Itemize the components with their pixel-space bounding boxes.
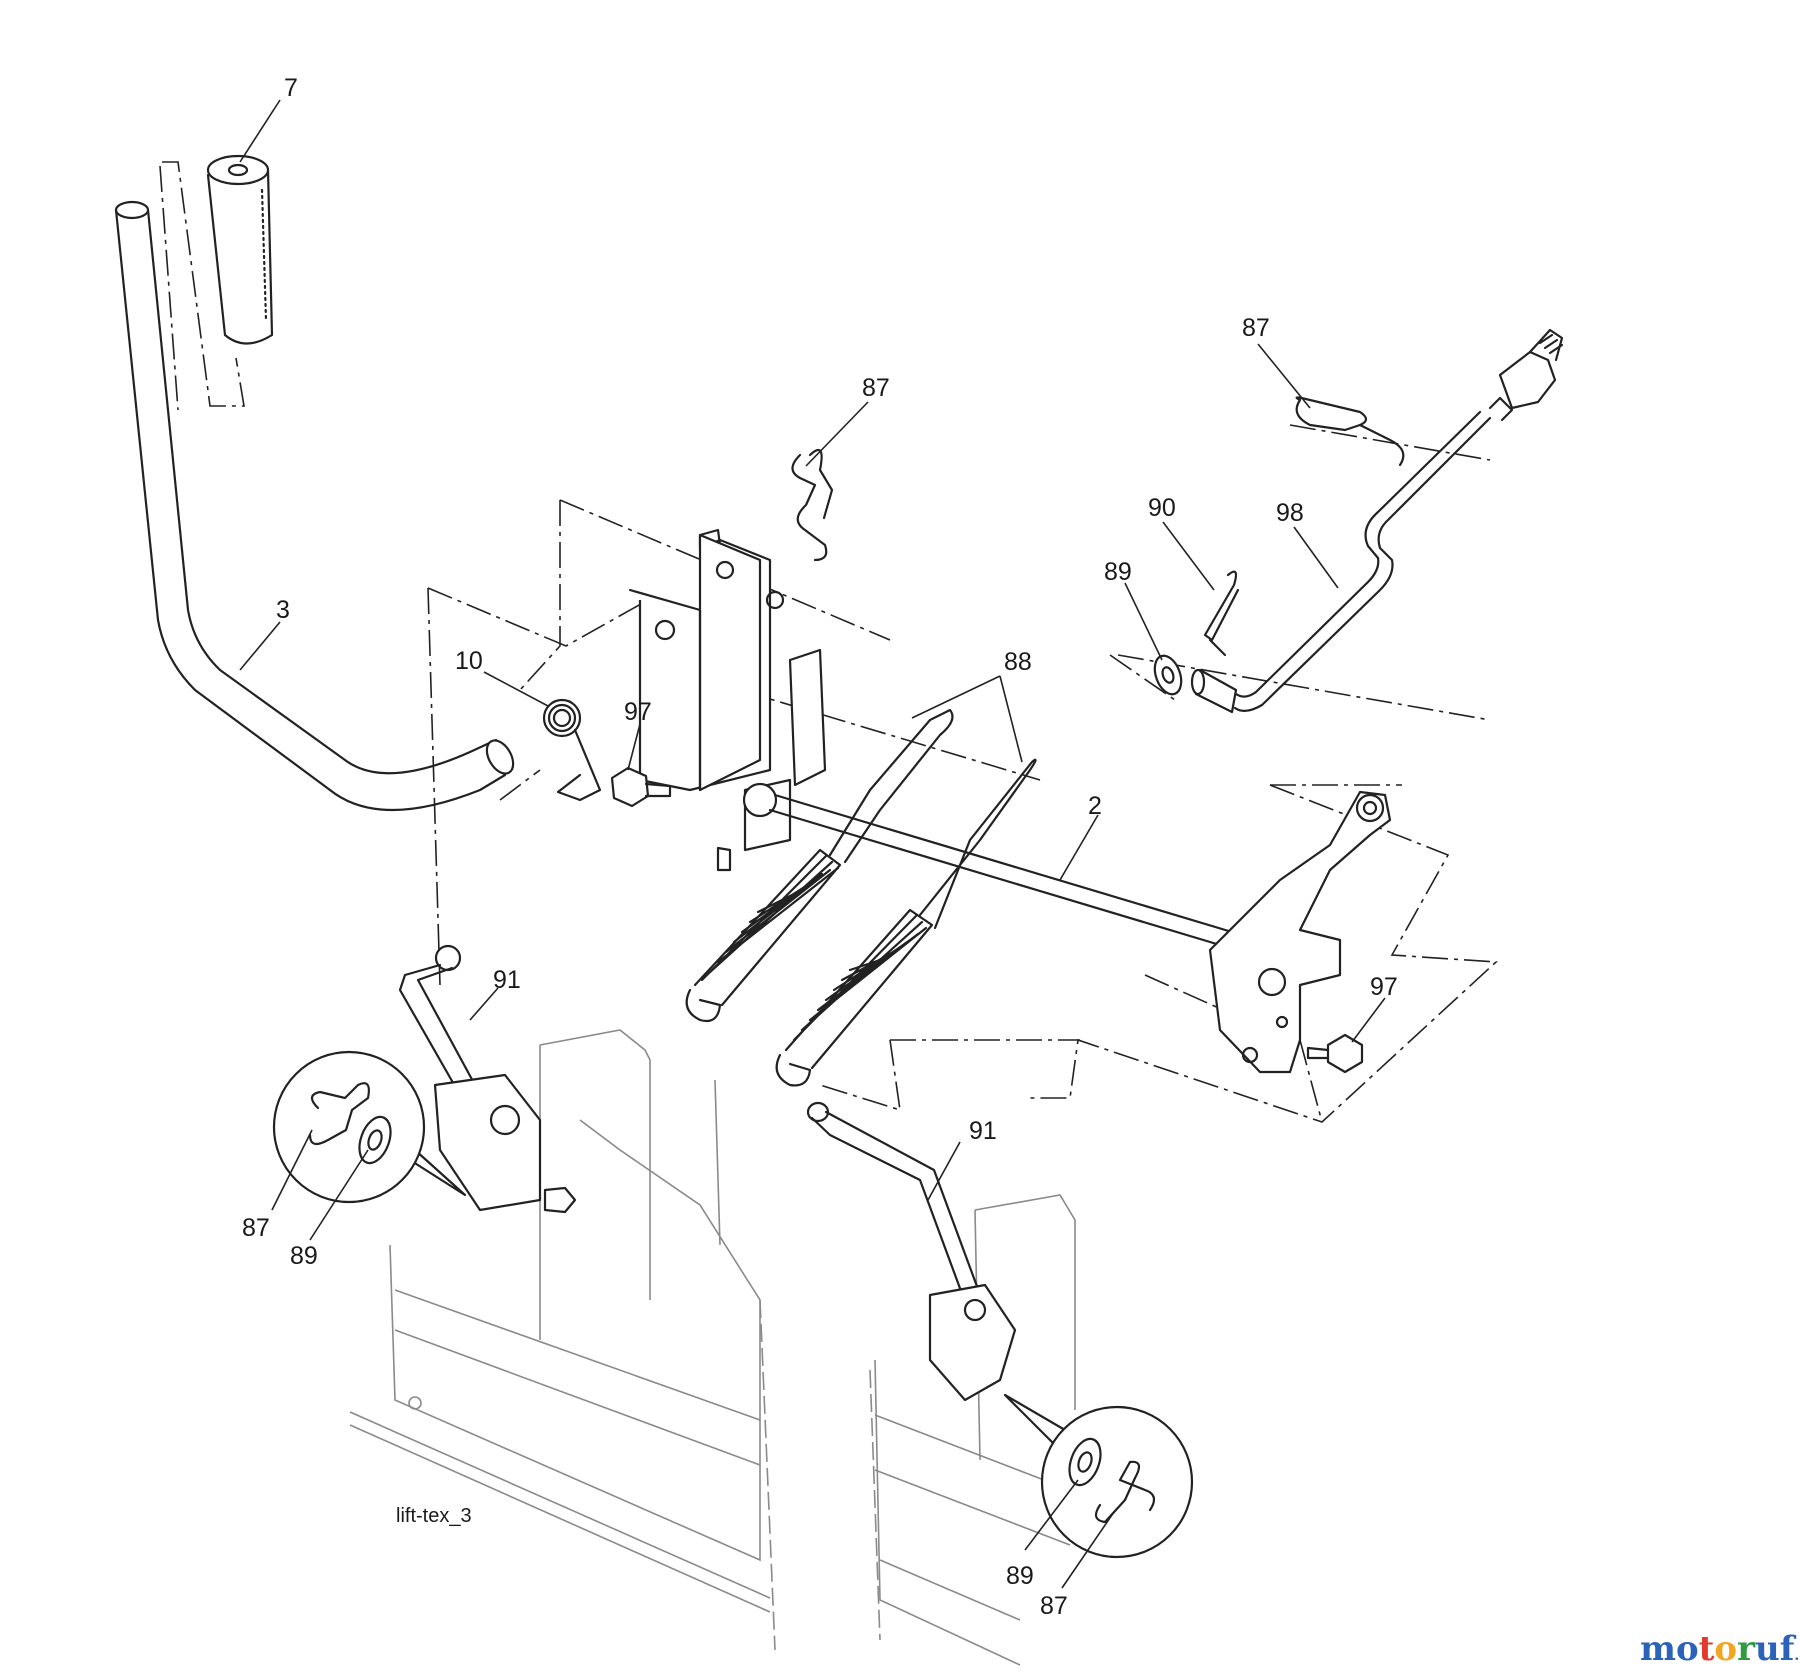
callout-87-right: 87 — [1242, 314, 1270, 342]
callout-3: 3 — [276, 596, 290, 624]
callout-89-upper: 89 — [1104, 558, 1132, 586]
part-97-bolt-right — [1306, 1033, 1364, 1074]
callout-97-right: 97 — [1370, 973, 1398, 1001]
part-87-hairpin-clip-center — [791, 448, 834, 562]
ghost-deck-left — [349, 1029, 776, 1651]
alignment-lines — [159, 161, 1498, 1123]
callout-87-lower-left: 87 — [242, 1214, 270, 1242]
callout-97-left: 97 — [624, 698, 652, 726]
part-87-hairpin-clip-right — [1295, 396, 1405, 467]
lift-bracket — [628, 528, 785, 792]
callout-7: 7 — [284, 74, 298, 102]
part-91-link-rod-left — [398, 944, 577, 1214]
callout-90: 90 — [1148, 494, 1176, 522]
callout-2: 2 — [1088, 792, 1102, 820]
part-7-handle-grip — [206, 154, 274, 345]
callout-labels: 7 3 10 97 87 88 87 90 98 89 2 97 91 87 8… — [242, 74, 1398, 1620]
callout-89-lower-right: 89 — [1006, 1562, 1034, 1590]
callout-91-right: 91 — [969, 1117, 997, 1145]
spring-left — [685, 708, 954, 1023]
svg-text:motoruf.de: motoruf.de — [1640, 1629, 1800, 1669]
ghost-deck-right — [869, 1194, 1076, 1666]
callout-98: 98 — [1276, 499, 1304, 527]
part-88-lift-springs — [685, 708, 1037, 1087]
diagram-caption: lift-tex_3 — [396, 1505, 472, 1527]
detail-circle-right — [1003, 1393, 1194, 1559]
part-2-lift-shaft — [716, 648, 1234, 950]
part-3-lift-lever — [114, 200, 515, 811]
motoruf-watermark-logo: motoruf.de — [1640, 1629, 1800, 1669]
right-pivot-bracket — [1208, 790, 1392, 1074]
part-98-adjuster-rod — [1190, 328, 1564, 714]
callout-89-lower-left: 89 — [290, 1242, 318, 1270]
leader-lines — [239, 99, 1386, 1589]
spring-right — [775, 758, 1037, 1087]
part-10-torsion-spring — [542, 698, 602, 802]
callout-91-left: 91 — [493, 966, 521, 994]
part-89-washer-upper — [1153, 654, 1183, 696]
part-91-link-rod-right — [806, 1101, 1017, 1402]
callout-88: 88 — [1004, 648, 1032, 676]
callout-10: 10 — [455, 647, 483, 675]
detail-circle-left — [272, 1050, 467, 1204]
callout-87-center: 87 — [862, 374, 890, 402]
callout-87-lower-right: 87 — [1040, 1592, 1068, 1620]
part-90-cotter-pin — [1203, 570, 1240, 657]
